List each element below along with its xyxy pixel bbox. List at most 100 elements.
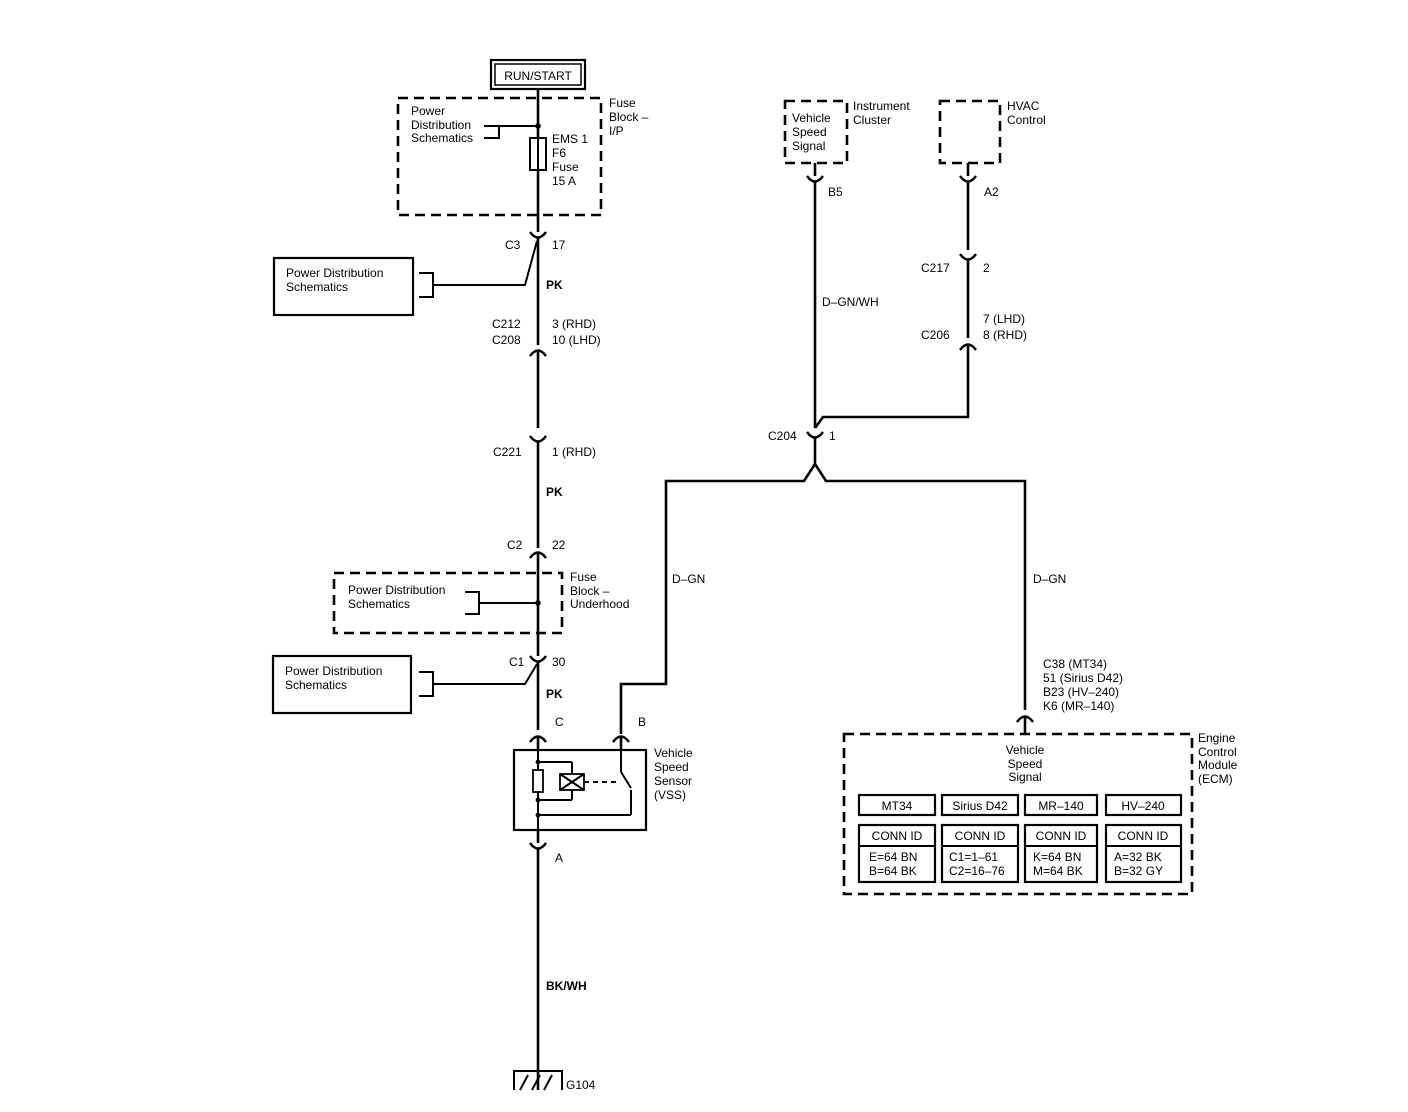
c208-pin: 10 (LHD) <box>552 333 601 347</box>
c2-name: C2 <box>507 538 523 552</box>
ic-box-line-3: Signal <box>792 139 825 153</box>
c2-connector-icon <box>529 551 547 559</box>
variant-name: HV–240 <box>1121 799 1165 813</box>
ic-box-line-1: Vehicle <box>792 111 831 125</box>
pds-c3-bracket <box>419 272 434 298</box>
fuse-label-4: 15 A <box>552 174 576 188</box>
variant-conn-id: CONN ID <box>1118 829 1169 843</box>
ecm-variant-sirius-d42: Sirius D42 CONN ID C1=1–61 C2=16–76 <box>940 793 1020 884</box>
c204-connector-icon <box>806 431 824 439</box>
dgn-wire-right <box>813 463 1027 710</box>
fuse-block-ip-title-3: I/P <box>609 124 624 138</box>
dgn-left-label: D–GN <box>672 572 705 586</box>
c221-connector-icon <box>529 435 547 443</box>
c206-pin-rhd: 8 (RHD) <box>983 328 1027 342</box>
ecm-pin-4: K6 (MR–140) <box>1043 699 1114 713</box>
variant-line-1: E=64 BN <box>869 850 917 864</box>
splice-dot-ip <box>535 123 541 129</box>
variant-line-1: C1=1–61 <box>949 850 998 864</box>
variant-line-2: C2=16–76 <box>949 864 1005 878</box>
fuse-block-ip-title-1: Fuse <box>609 96 636 110</box>
ecm-pin-3: B23 (HV–240) <box>1043 685 1119 699</box>
ecm-title-2: Control <box>1198 745 1237 759</box>
wire-color-pk-3: PK <box>546 687 563 701</box>
ecm-variant-mt34: MT34 CONN ID E=64 BN B=64 BK <box>857 793 937 884</box>
fuse-block-ip-pds-1: Power <box>411 104 445 118</box>
ic-b5-connector-icon <box>806 175 824 183</box>
fuse-block-uh-pds-1: Power Distribution <box>348 583 445 597</box>
vss-pin-b: B <box>638 715 646 729</box>
ecm-signal-2: Speed <box>1008 757 1043 771</box>
hvac-title-2: Control <box>1007 113 1046 127</box>
fuse-block-ip-pds-2: Distribution <box>411 118 471 132</box>
ecm-pin-1: C38 (MT34) <box>1043 657 1107 671</box>
variant-line-2: M=64 BK <box>1033 864 1083 878</box>
c217-name: C217 <box>921 261 950 275</box>
ecm-pin-2: 51 (Sirius D42) <box>1043 671 1123 685</box>
ecm-title-3: Module <box>1198 758 1238 772</box>
ecm-signal-1: Vehicle <box>1006 743 1045 757</box>
fuse-block-ip-pds-3: Schematics <box>411 131 473 145</box>
c1-connector-icon <box>529 655 547 663</box>
vss-pin-c-connector-icon <box>529 735 547 743</box>
ic-title-1: Instrument <box>853 99 910 113</box>
c204-name: C204 <box>768 429 797 443</box>
ecm-variant-mr-140: MR–140 CONN ID K=64 BN M=64 BK <box>1023 793 1099 884</box>
pds-c1-line-2: Schematics <box>285 678 347 692</box>
vss-internal-circuit <box>532 750 632 830</box>
ecm-box <box>842 732 1194 896</box>
instrument-cluster-box <box>783 99 849 165</box>
c1-name: C1 <box>509 655 525 669</box>
variant-conn-id: CONN ID <box>955 829 1006 843</box>
wire-color-bkwh: BK/WH <box>546 979 587 993</box>
pds-box-c1 <box>271 654 413 715</box>
vss-pin-a-connector-icon <box>529 842 547 850</box>
c221-pin: 1 (RHD) <box>552 445 596 459</box>
c212-name: C212 <box>492 317 521 331</box>
hvac-pin: A2 <box>984 185 999 199</box>
vss-pin-c: C <box>555 715 564 729</box>
pds-c3-line-2: Schematics <box>286 280 348 294</box>
pds-c1-tap <box>433 663 538 685</box>
c217-pin: 2 <box>983 261 990 275</box>
ecm-connector-icon <box>1016 715 1034 723</box>
fuse-block-uh-pds-2: Schematics <box>348 597 410 611</box>
vss-switch-icon <box>620 771 632 789</box>
splice-dot-uh <box>535 600 541 606</box>
fuse-label-2: F6 <box>552 146 566 160</box>
c212-connector-icon <box>529 349 547 357</box>
ic-box-line-2: Speed <box>792 125 827 139</box>
pds-c3-line-1: Power Distribution <box>286 266 383 280</box>
pds-c3-tap <box>433 240 538 286</box>
variant-line-1: A=32 BK <box>1114 850 1162 864</box>
hvac-wire-c <box>813 346 970 429</box>
wire-color-pk-2: PK <box>546 485 563 499</box>
variant-conn-id: CONN ID <box>1036 829 1087 843</box>
fuse-label-3: Fuse <box>552 160 579 174</box>
ground-icon <box>513 1070 563 1091</box>
hvac-title-1: HVAC <box>1007 99 1040 113</box>
pds-bracket-ip <box>484 125 500 139</box>
ecm-variant-hv-240: HV–240 CONN ID A=32 BK B=32 GY <box>1104 793 1183 884</box>
hvac-a2-connector-icon <box>959 175 977 183</box>
pds-box-c3 <box>272 256 415 317</box>
dgn-right-label: D–GN <box>1033 572 1066 586</box>
variant-conn-id: CONN ID <box>872 829 923 843</box>
c217-connector-icon <box>959 253 977 261</box>
c3-connector-icon <box>529 231 547 239</box>
vss-resistor-icon <box>532 769 544 793</box>
run-start-label: RUN/START <box>504 69 572 83</box>
ground-label: G104 <box>566 1078 596 1092</box>
vss-label-4: (VSS) <box>654 788 686 802</box>
pds-uh-bracket <box>465 591 480 615</box>
dgn-wire-left <box>619 463 817 734</box>
variant-name: MR–140 <box>1038 799 1084 813</box>
ic-title-2: Cluster <box>853 113 891 127</box>
c3-pin: 17 <box>552 238 566 252</box>
c206-connector-icon <box>959 343 977 351</box>
variant-line-2: B=64 BK <box>869 864 917 878</box>
fuse-block-uh-title-3: Underhood <box>570 597 629 611</box>
c2-pin: 22 <box>552 538 566 552</box>
c206-pin-lhd: 7 (LHD) <box>983 312 1025 326</box>
